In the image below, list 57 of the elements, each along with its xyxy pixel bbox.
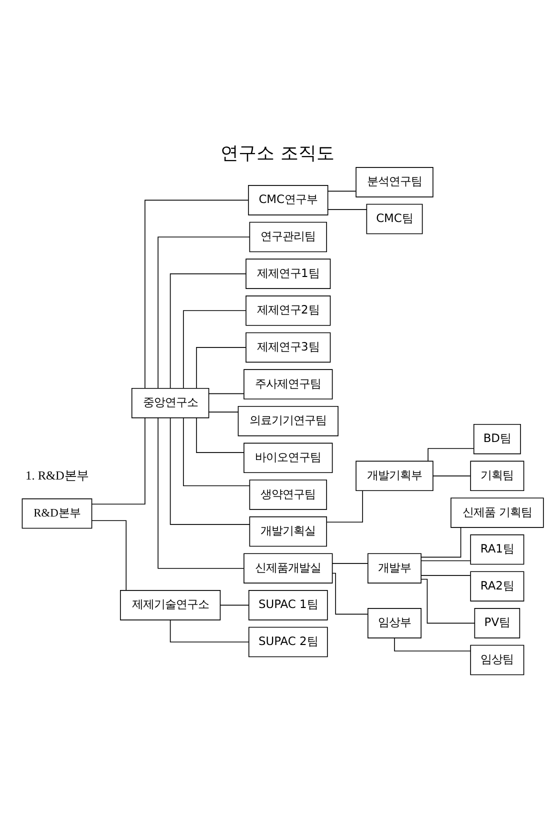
node-box: 주사제연구팀 bbox=[244, 368, 333, 399]
connector bbox=[328, 190, 356, 192]
connector bbox=[328, 208, 368, 210]
node-box: 의료기기연구팀 bbox=[238, 405, 338, 436]
node-box: 생약연구팀 bbox=[249, 479, 327, 510]
connector bbox=[420, 574, 471, 576]
node-box: 신제품개발실 bbox=[244, 552, 333, 583]
node-box: 분석연구팀 bbox=[356, 166, 434, 197]
node-box: RA1팀 bbox=[470, 534, 524, 564]
node-box: SUPAC 1팀 bbox=[248, 590, 328, 620]
connector bbox=[332, 562, 368, 564]
node-box: 제제연구2팀 bbox=[246, 295, 331, 326]
connector bbox=[92, 520, 127, 590]
connector bbox=[428, 448, 474, 461]
connector bbox=[170, 272, 246, 388]
connector bbox=[144, 199, 249, 388]
connector bbox=[432, 475, 471, 476]
connector bbox=[326, 490, 363, 522]
node-box: 제제연구1팀 bbox=[246, 258, 331, 288]
connector bbox=[332, 572, 368, 614]
node-box: R&D본부 bbox=[22, 498, 92, 528]
connector bbox=[158, 417, 244, 568]
connector bbox=[196, 417, 244, 452]
node-box: RA2팀 bbox=[470, 570, 524, 601]
connector bbox=[420, 560, 471, 561]
connector bbox=[183, 416, 250, 486]
connector bbox=[170, 417, 250, 524]
connector bbox=[208, 392, 244, 394]
node-box: 바이오연구팀 bbox=[244, 442, 333, 473]
node-box: PV팀 bbox=[474, 608, 520, 638]
node-box: CMC연구부 bbox=[248, 184, 328, 215]
connector bbox=[208, 411, 238, 412]
label: 1. R&D본부 bbox=[26, 468, 88, 482]
node-box: 개발기획실 bbox=[249, 516, 327, 546]
node-box: 제제연구3팀 bbox=[246, 332, 331, 362]
node-box: 임상부 bbox=[368, 608, 422, 638]
node-box: 임상팀 bbox=[470, 644, 524, 675]
connector bbox=[394, 637, 471, 651]
diagram-title: 연구소 조직도 bbox=[220, 142, 334, 164]
node-box: 신제품 기획팀 bbox=[450, 497, 544, 528]
connector bbox=[220, 604, 250, 606]
connector bbox=[158, 236, 250, 388]
node-box: 연구관리팀 bbox=[249, 221, 327, 252]
node-box: 중앙연구소 bbox=[131, 387, 210, 418]
connector bbox=[420, 578, 476, 624]
node-box: SUPAC 2팀 bbox=[248, 626, 328, 657]
connector bbox=[421, 526, 462, 558]
node-box: BD팀 bbox=[473, 423, 521, 454]
node-box: 개발부 bbox=[368, 552, 422, 583]
connector bbox=[92, 417, 146, 504]
node-box: 기획팀 bbox=[470, 460, 524, 491]
node-box: 제제기술연구소 bbox=[120, 590, 221, 620]
node-box: 개발기획부 bbox=[356, 460, 434, 491]
connector bbox=[183, 310, 246, 388]
connector bbox=[196, 346, 246, 388]
connector bbox=[170, 619, 249, 642]
node-box: CMC팀 bbox=[366, 203, 423, 234]
